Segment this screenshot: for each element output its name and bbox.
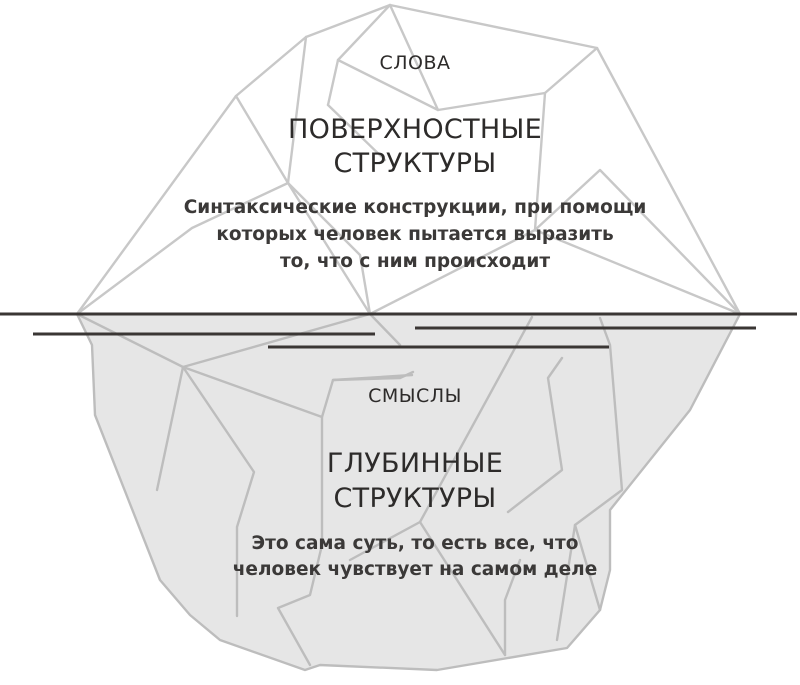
deep-title-line1: ГЛУБИННЫЕ <box>326 448 504 479</box>
deep-description-line1: Это сама суть, то есть все, что <box>251 533 579 554</box>
deep-label: СМЫСЛЫ <box>368 385 462 407</box>
surface-description-line3: то, что с ним происходит <box>279 251 551 272</box>
iceberg-underwater <box>75 312 742 672</box>
deep-description-line2: человек чувствует на самом деле <box>232 559 598 580</box>
deep-title-line2: СТРУКТУРЫ <box>333 483 497 514</box>
waterline <box>0 312 797 349</box>
surface-title-line2: СТРУКТУРЫ <box>333 148 497 179</box>
surface-description-line2: которых человек пытается выразить <box>216 224 614 245</box>
surface-title-line1: ПОВЕРХНОСТНЫЕ <box>288 114 542 145</box>
surface-description-line1: Синтаксические конструкции, при помощи <box>183 197 647 218</box>
surface-label: СЛОВА <box>379 52 451 74</box>
